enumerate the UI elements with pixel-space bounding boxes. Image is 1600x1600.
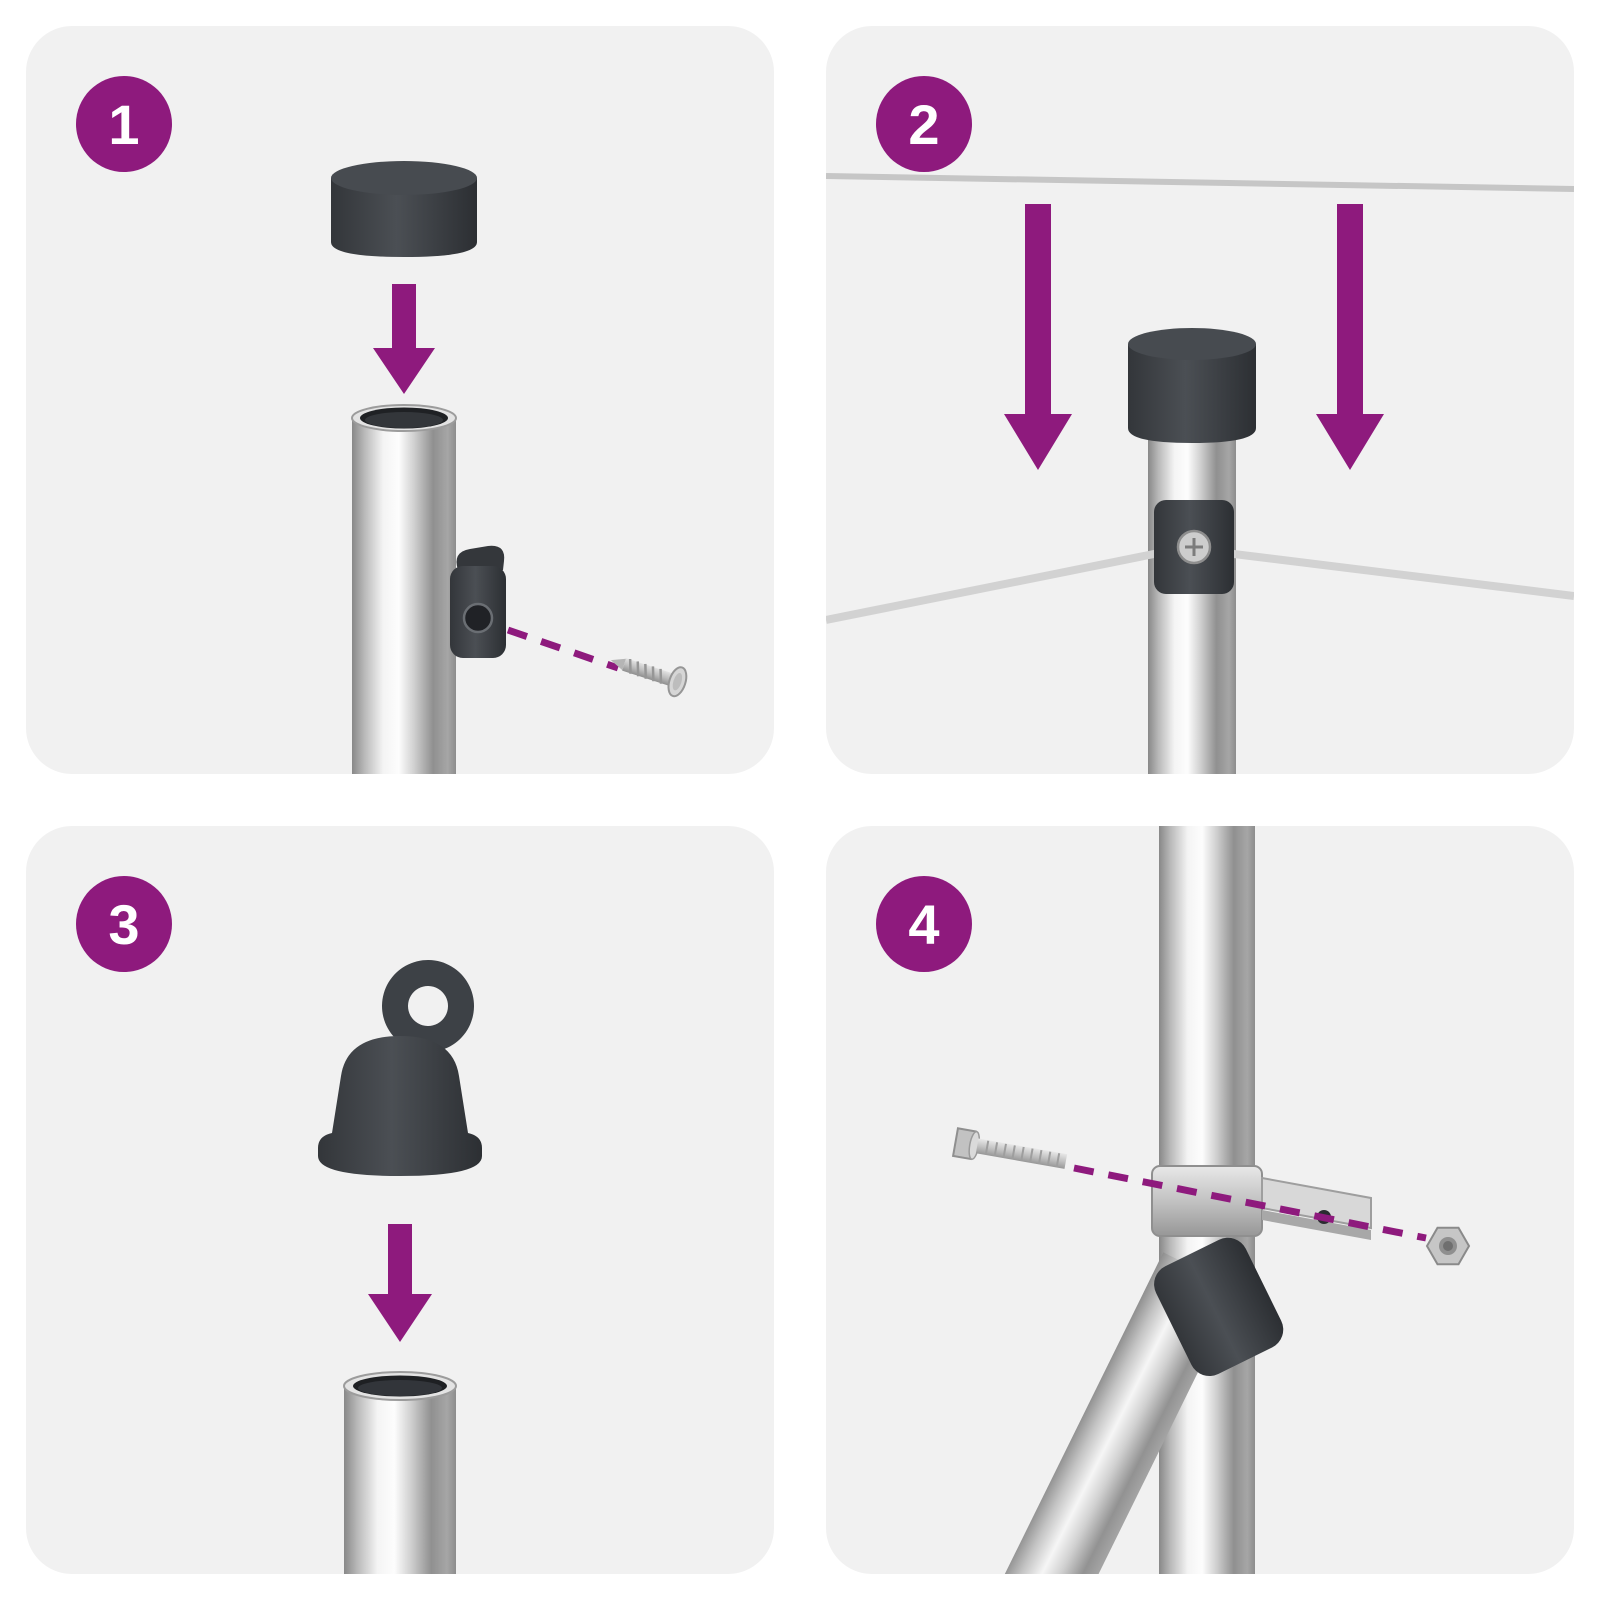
brace-connector-icon bbox=[1154, 1237, 1284, 1377]
step-panel-4: 4 bbox=[826, 826, 1574, 1574]
screw-clip-icon bbox=[450, 545, 506, 658]
eyelet-cap-icon bbox=[318, 959, 482, 1176]
nut-icon bbox=[1425, 1226, 1471, 1266]
step-3-illustration bbox=[318, 959, 482, 1574]
step-3-badge: 3 bbox=[76, 876, 172, 972]
top-fence-wire bbox=[826, 173, 1574, 192]
step-1-badge: 1 bbox=[76, 76, 172, 172]
bolt-icon bbox=[951, 1127, 1068, 1169]
step-1-illustration bbox=[331, 161, 688, 774]
down-arrow-right-icon bbox=[1316, 204, 1384, 470]
down-arrow-icon bbox=[373, 284, 435, 394]
screw-guide-dashed-line bbox=[506, 626, 620, 672]
step-panel-1: 1 bbox=[26, 26, 774, 774]
wire-clamp-icon bbox=[1154, 500, 1234, 594]
step-2-number: 2 bbox=[908, 92, 940, 156]
step-2-badge: 2 bbox=[876, 76, 972, 172]
metal-post-icon bbox=[343, 1371, 457, 1574]
step-1-number: 1 bbox=[108, 92, 140, 156]
post-cap-icon bbox=[331, 161, 477, 257]
capped-post-icon bbox=[1128, 328, 1256, 774]
step-panel-2: 2 bbox=[826, 26, 1574, 774]
step-4-badge: 4 bbox=[876, 876, 972, 972]
screw-icon bbox=[610, 658, 688, 698]
step-4-number: 4 bbox=[908, 892, 940, 956]
step-2-illustration bbox=[826, 173, 1574, 774]
bolt-guide-dashed-line bbox=[1073, 1164, 1427, 1242]
step-panel-3: 3 bbox=[26, 826, 774, 1574]
metal-post-icon bbox=[351, 404, 457, 774]
step-3-number: 3 bbox=[108, 892, 140, 956]
down-arrow-left-icon bbox=[1004, 204, 1072, 470]
step-4-illustration bbox=[951, 826, 1471, 1574]
down-arrow-icon bbox=[368, 1224, 432, 1342]
